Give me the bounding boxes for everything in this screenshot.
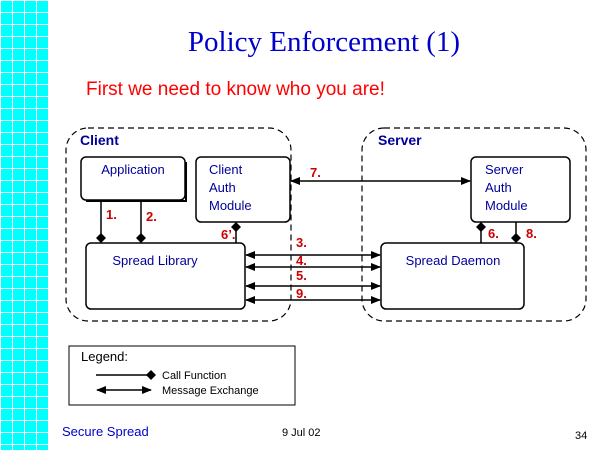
client-group-label: Client xyxy=(80,132,119,148)
client-auth-line-3: Module xyxy=(209,198,252,213)
step-3-label: 3. xyxy=(296,235,307,250)
legend-message-label: Message Exchange xyxy=(162,385,259,397)
spread-library-box xyxy=(85,242,246,310)
footer-date: 9 Jul 02 xyxy=(282,427,321,439)
step-5-label: 5. xyxy=(296,268,307,283)
legend-call-label: Call Function xyxy=(162,370,226,382)
spread-library-label: Spread Library xyxy=(112,253,198,268)
step-2-label: 2. xyxy=(146,209,157,224)
client-group-outline xyxy=(65,127,292,322)
step-8-label: 8. xyxy=(526,226,537,241)
client-auth-box xyxy=(195,156,291,223)
server-auth-line-3: Module xyxy=(485,198,528,213)
spread-daemon-label: Spread Daemon xyxy=(406,253,501,268)
spread-daemon-box xyxy=(380,242,525,310)
footer-title: Secure Spread xyxy=(62,424,149,439)
server-auth-box xyxy=(470,156,571,223)
grid-background xyxy=(0,0,48,450)
legend-title: Legend: xyxy=(81,349,128,364)
application-label: Application xyxy=(101,162,165,177)
slide-title: Policy Enforcement (1) xyxy=(187,26,461,58)
server-group-label: Server xyxy=(378,132,422,148)
server-group-outline xyxy=(361,127,587,322)
step-6-label: 6. xyxy=(488,226,499,241)
client-auth-line-2: Auth xyxy=(209,180,236,195)
client-auth-line-1: Client xyxy=(209,162,243,177)
step-6p-label: 6’. xyxy=(221,227,235,242)
footer-page-number: 34 xyxy=(575,430,588,442)
server-auth-label: Server Auth Module xyxy=(485,162,528,213)
slide-subtitle: First we need to know who you are! xyxy=(86,79,385,100)
server-auth-line-2: Auth xyxy=(485,180,512,195)
server-auth-line-1: Server xyxy=(485,162,524,177)
client-auth-label: Client Auth Module xyxy=(209,162,252,213)
step-1-label: 1. xyxy=(106,207,117,222)
step-7-label: 7. xyxy=(310,165,321,180)
step-4-label: 4. xyxy=(296,253,307,268)
step-9-label: 9. xyxy=(296,286,307,301)
